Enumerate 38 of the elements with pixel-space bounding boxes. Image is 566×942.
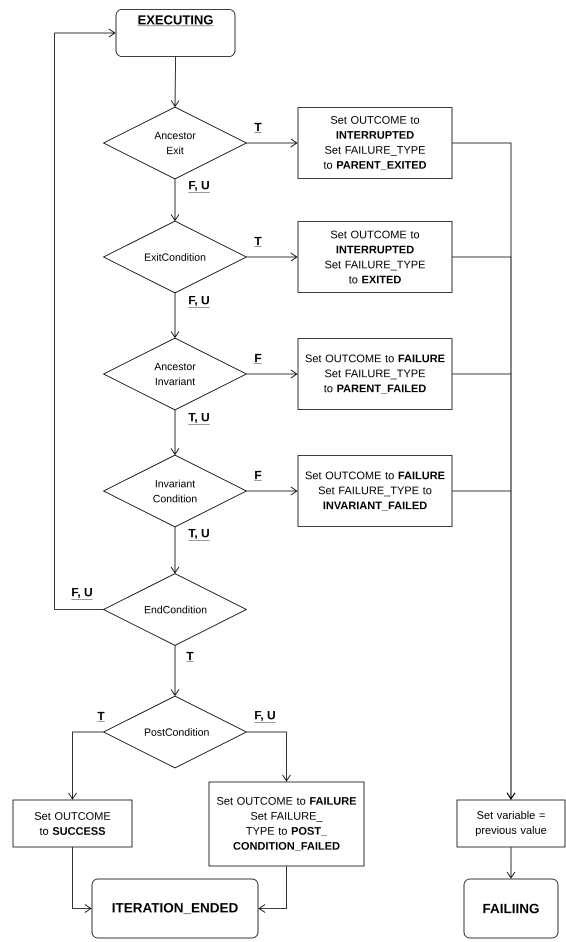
arrow xyxy=(246,138,298,148)
edge-label: F, U xyxy=(187,294,211,310)
process-box: Set OUTCOME to FAILURE Set FAILURE_TYPE to POST_CONDITION_FAILED xyxy=(208,782,364,866)
arrow xyxy=(170,526,180,574)
state-box: EXECUTING xyxy=(116,9,236,57)
arrow xyxy=(68,732,104,800)
arrow xyxy=(170,645,180,696)
process-box: Set OUTCOME to INTERRUPTED Set FAILURE_TYPE to PARENT_EXITED xyxy=(298,107,452,179)
edge-label: F, U xyxy=(253,710,277,724)
arrow xyxy=(170,410,180,456)
state-box: ITERATION_ENDED xyxy=(92,878,258,938)
arrow xyxy=(246,370,298,378)
arrow xyxy=(452,490,516,800)
edge-label: T xyxy=(253,236,263,248)
arrow xyxy=(170,56,180,108)
edge-label: F, U xyxy=(187,180,211,194)
arrow xyxy=(258,866,287,913)
state-box: FAILIING xyxy=(464,878,558,938)
edge-label: F xyxy=(253,352,263,366)
arrow xyxy=(170,178,180,222)
arrow xyxy=(506,847,516,879)
edge-label: T, U xyxy=(187,412,211,426)
arrow xyxy=(54,28,116,610)
process-box: Set OUTCOME to SUCCESS xyxy=(12,800,132,848)
arrow xyxy=(170,292,180,338)
process-box: Set OUTCOME to FAILURE Set FAILURE_TYPE to PARENT_FAILED xyxy=(298,338,452,410)
process-box: Set OUTCOME to FAILURE Set FAILURE_TYPE to INVARIANT_FAILED xyxy=(298,455,452,527)
process-box: Set OUTCOME to INTERRUPTED Set FAILURE_TYPE to EXITED xyxy=(298,221,452,293)
edge-label: F, U xyxy=(70,586,94,602)
arrow xyxy=(72,847,92,913)
process-box: Set variable = previous value xyxy=(456,800,566,848)
arrow xyxy=(246,252,298,262)
arrow xyxy=(246,486,298,496)
arrow xyxy=(246,732,291,782)
edge-label: F xyxy=(253,470,263,482)
edge-label: T, U xyxy=(187,528,211,542)
edge-label: T xyxy=(253,122,263,134)
edge-label: T xyxy=(185,650,195,664)
